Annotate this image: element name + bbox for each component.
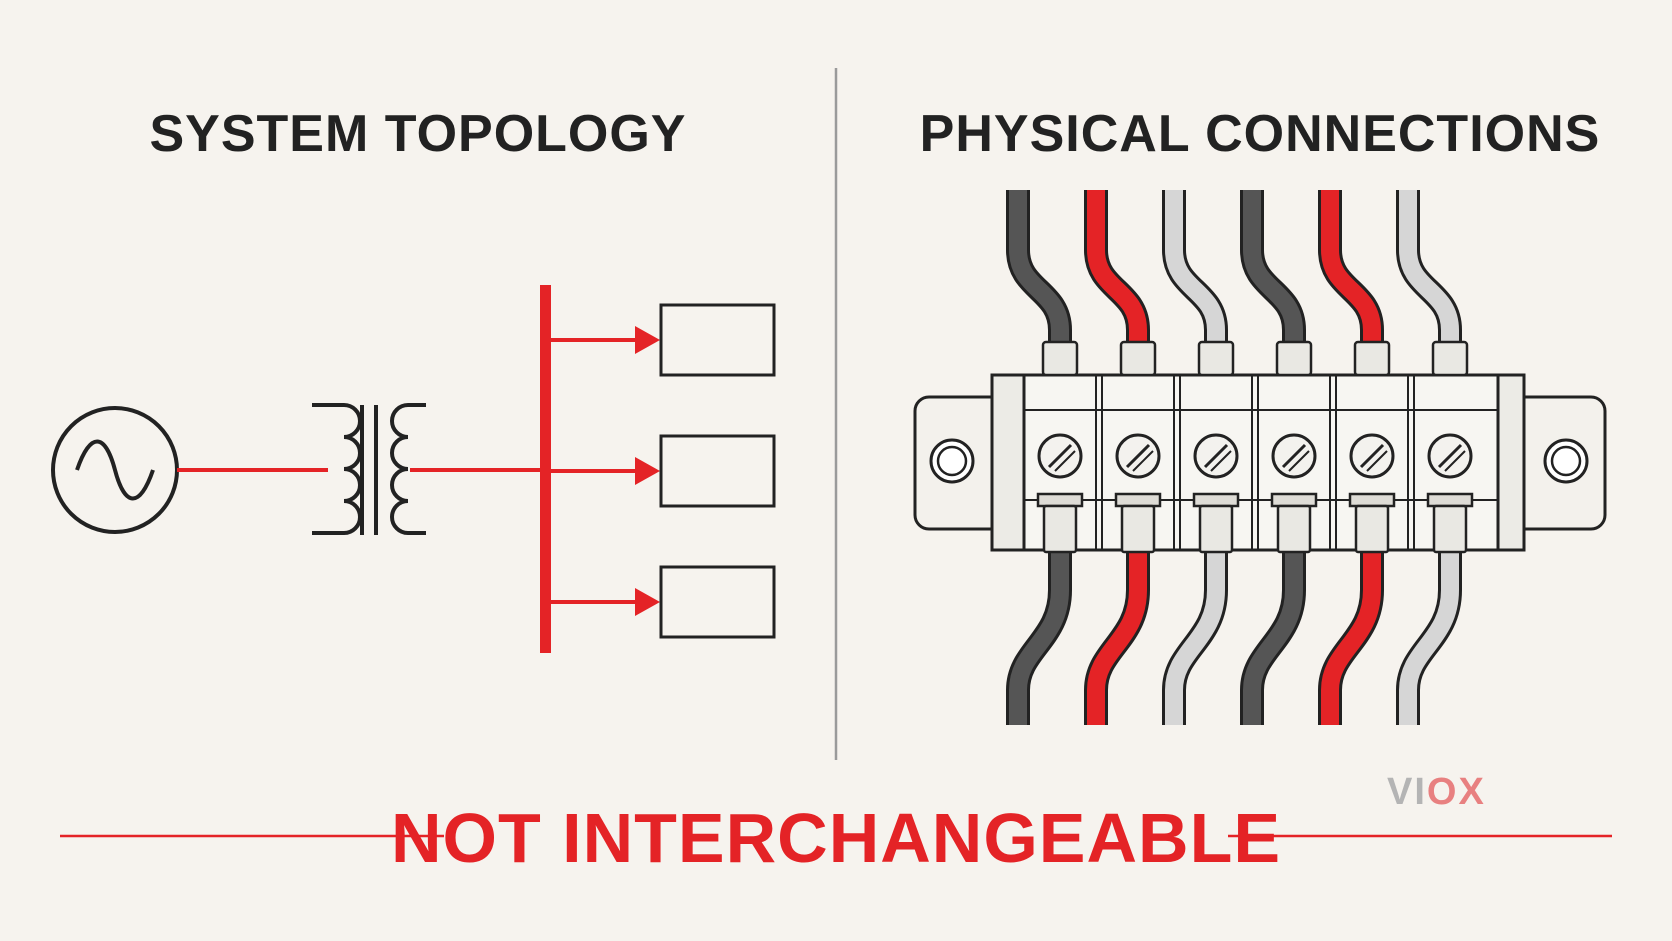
ferrule-top — [1353, 340, 1391, 377]
screw-slot — [1210, 450, 1232, 472]
system-topology-title: SYSTEM TOPOLOGY — [149, 105, 686, 163]
screw-slot — [1054, 450, 1076, 472]
terminal-block — [913, 190, 1607, 725]
arrow-right-icon — [635, 457, 660, 485]
ferrule-top — [1041, 340, 1079, 377]
ferrule-top — [1197, 340, 1235, 377]
wire-top — [1165, 190, 1225, 345]
ferrule-top — [1119, 340, 1157, 377]
ac-source-icon — [51, 406, 179, 534]
screw-slot — [1125, 443, 1151, 469]
ferrule-bottom — [1432, 504, 1468, 554]
screw-slot — [1366, 450, 1388, 472]
screw-slot — [1288, 450, 1310, 472]
wire-bottom — [1009, 545, 1069, 725]
screw-slot — [1281, 443, 1307, 469]
screw-slot — [1132, 450, 1154, 472]
wire-bottom — [1399, 545, 1459, 725]
wire-top — [1243, 190, 1303, 345]
wire-top — [1087, 190, 1147, 345]
wire-clamp — [1426, 492, 1474, 508]
screw-slot — [1203, 443, 1229, 469]
mounting-hole-inner — [936, 445, 968, 477]
mounting-hole-inner — [1550, 445, 1582, 477]
ferrule-top — [1275, 340, 1313, 377]
arrow-right-icon — [635, 588, 660, 616]
end-plate-left — [990, 373, 1026, 552]
wire-clamp — [1270, 492, 1318, 508]
screw-slot — [1047, 443, 1073, 469]
wire-clamp — [1348, 492, 1396, 508]
wire-bottom — [1087, 545, 1147, 725]
arrow-right-icon — [635, 326, 660, 354]
screw-slot — [1444, 450, 1466, 472]
wire-bottom — [1165, 545, 1225, 725]
wire-bottom — [1243, 545, 1303, 725]
ferrule-top — [1431, 340, 1469, 377]
wire-top — [1321, 190, 1381, 345]
screw-slot — [1437, 443, 1463, 469]
wire-bottom — [1321, 545, 1381, 725]
not-interchangeable-label: NOT INTERCHANGEABLE — [391, 799, 1281, 877]
viox-logo-text: VIOX — [1387, 771, 1486, 813]
wire-top — [1399, 190, 1459, 345]
wire-top — [1009, 190, 1069, 345]
single-line-diagram — [51, 285, 776, 653]
screw-slot — [1359, 443, 1385, 469]
ferrule-bottom — [1198, 504, 1234, 554]
ferrule-bottom — [1042, 504, 1078, 554]
load-box — [659, 434, 776, 508]
wire-clamp — [1036, 492, 1084, 508]
wire-clamp — [1192, 492, 1240, 508]
busbar — [540, 285, 551, 653]
ferrule-bottom — [1120, 504, 1156, 554]
end-plate-right — [1496, 373, 1526, 552]
transformer-icon — [312, 403, 426, 535]
wire-clamp — [1114, 492, 1162, 508]
viox-logo: VIOX — [1387, 771, 1486, 813]
ferrule-bottom — [1276, 504, 1312, 554]
physical-connections-title: PHYSICAL CONNECTIONS — [920, 105, 1601, 163]
ferrule-bottom — [1354, 504, 1390, 554]
load-box — [659, 303, 776, 377]
load-branches — [551, 303, 776, 639]
load-box — [659, 565, 776, 639]
